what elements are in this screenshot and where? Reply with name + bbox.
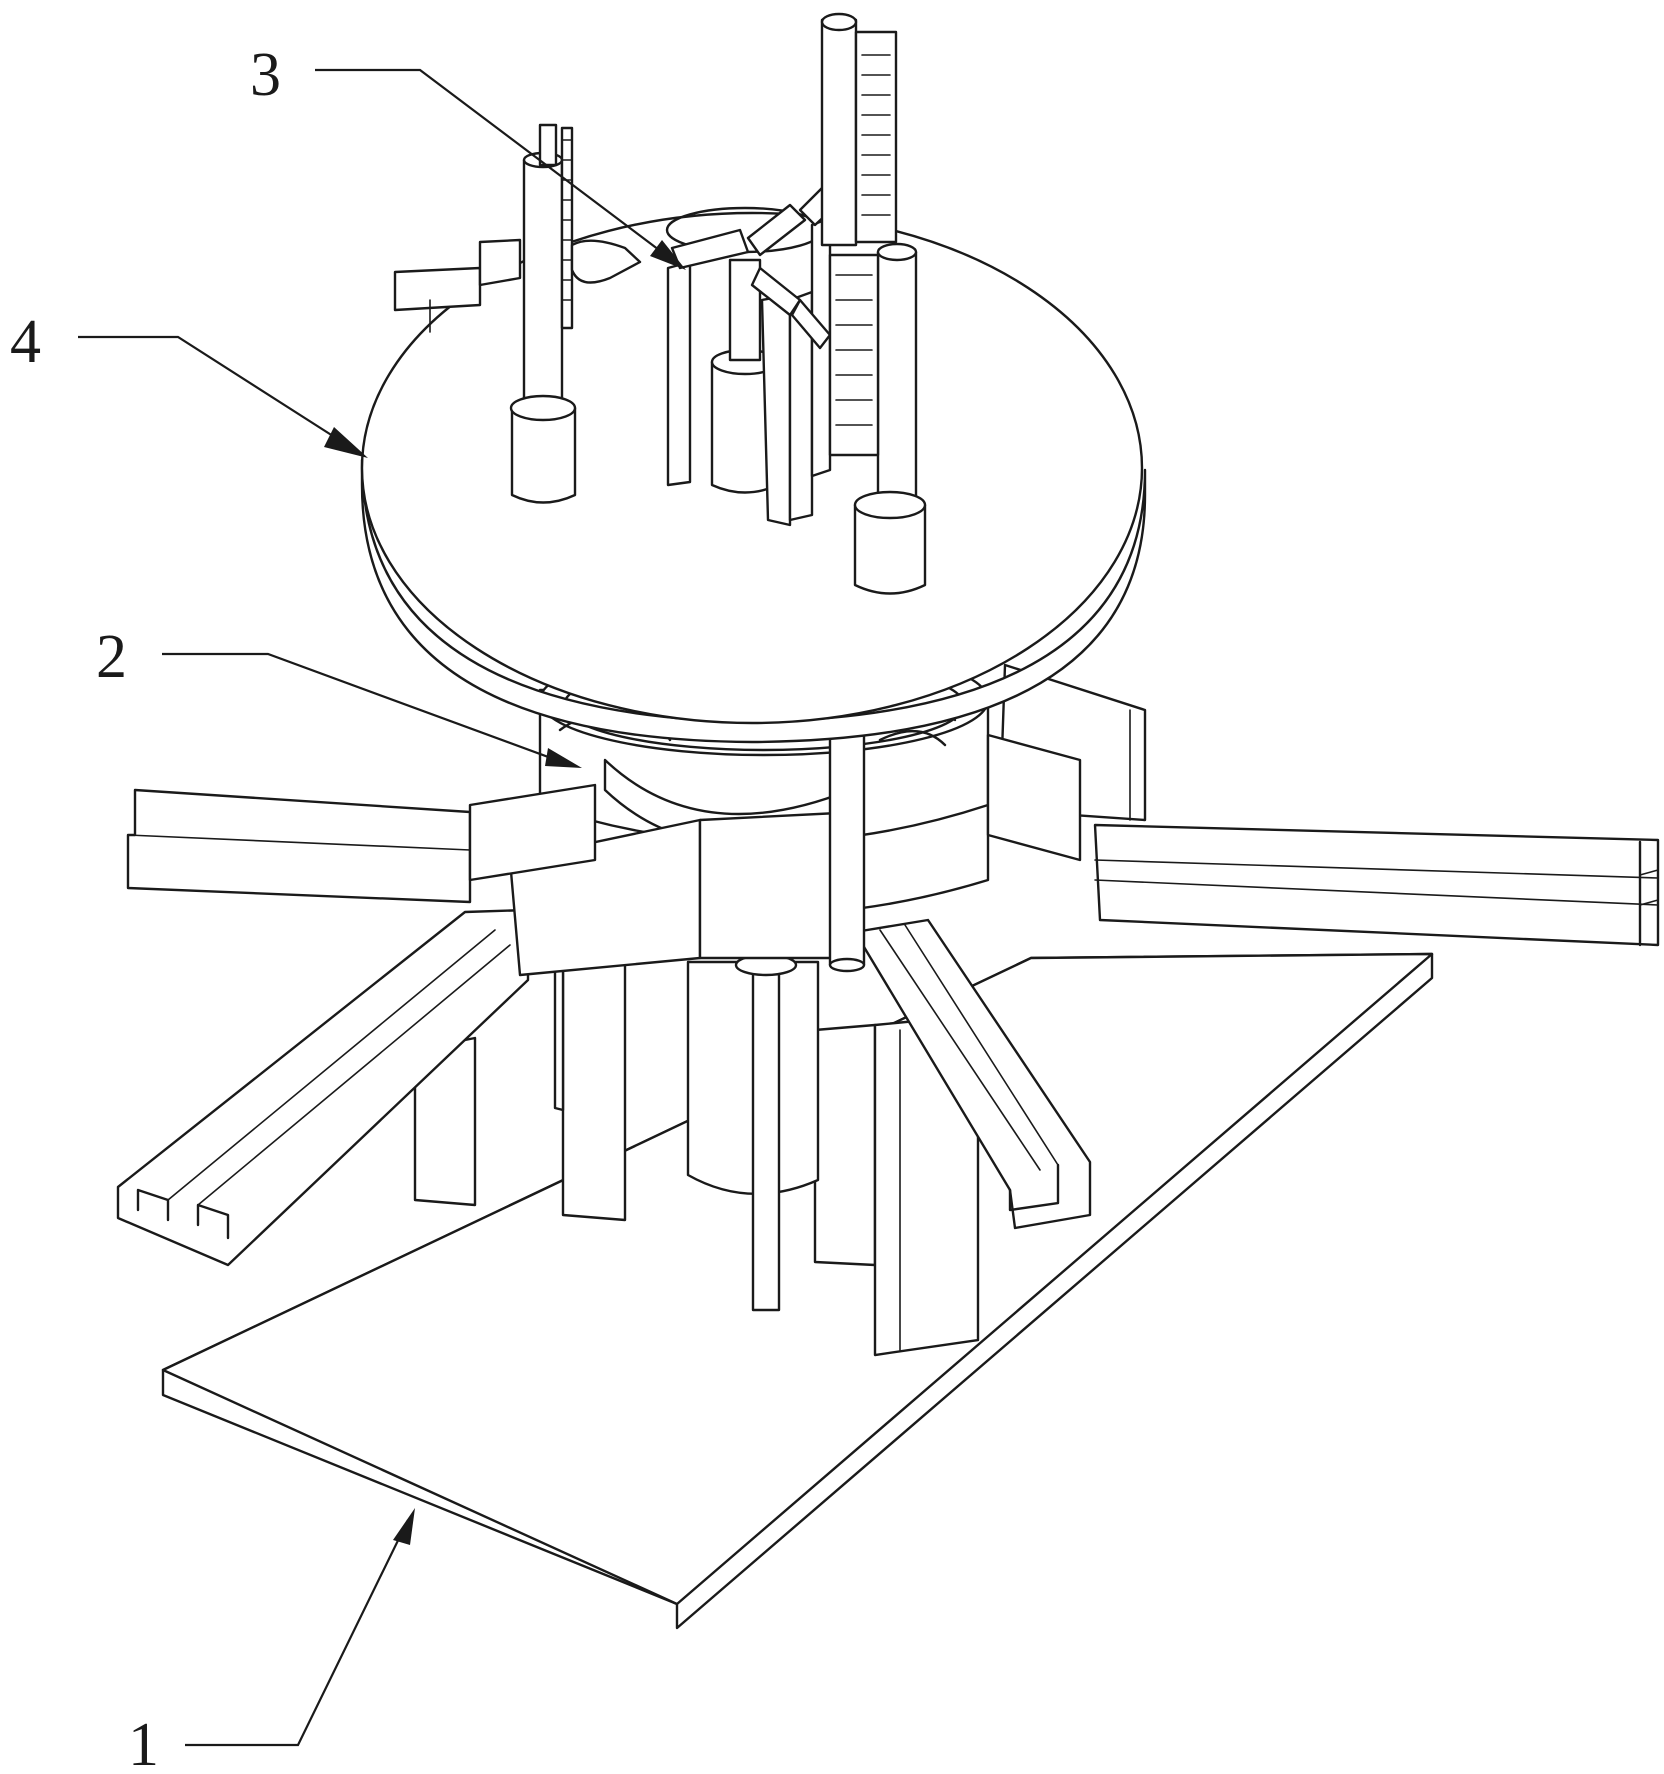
callout-3: 3 (250, 41, 281, 109)
leader-2 (162, 654, 570, 765)
callout-4: 4 (10, 308, 41, 376)
callout-labels: 1 2 3 4 (10, 41, 281, 1774)
leader-1-arrowhead (393, 1508, 415, 1545)
leader-1 (185, 1520, 408, 1745)
callout-1: 1 (128, 1711, 159, 1774)
leader-4-arrowhead (324, 427, 368, 458)
leader-4 (78, 337, 358, 452)
callout-2: 2 (96, 623, 127, 691)
